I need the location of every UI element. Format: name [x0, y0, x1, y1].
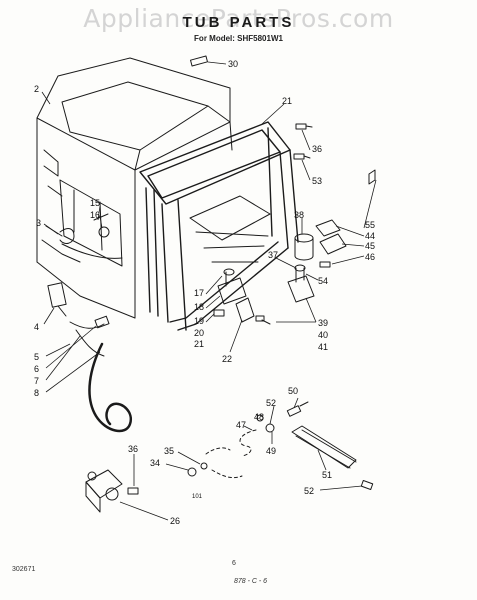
callout-54: 54 [318, 276, 328, 286]
callout-40: 40 [318, 330, 328, 340]
part-22-bracket [235, 297, 271, 325]
fittings-34-35 [187, 447, 243, 479]
connectors-5-7 [69, 315, 110, 357]
brackets-44-46 [315, 219, 347, 268]
callout-30: 30 [228, 59, 238, 69]
callout-36-lower: 36 [128, 444, 138, 454]
callout-55: 55 [365, 220, 375, 230]
water-valve-26 [85, 469, 139, 513]
footer-part-code: 302671 [12, 566, 36, 573]
callout-6: 6 [34, 364, 39, 374]
callout-36: 36 [312, 144, 322, 154]
callout-18: 18 [194, 302, 204, 312]
callout-22: 22 [222, 354, 232, 364]
float-switch-17-19 [213, 268, 247, 317]
door-gasket-frame [139, 121, 299, 331]
diagram-title: TUB PARTS [182, 14, 295, 31]
callout-3: 3 [36, 218, 41, 228]
heater-terminals-3-16 [59, 213, 123, 259]
part-55-clip [368, 169, 376, 185]
callout-15: 15 [90, 198, 100, 208]
callout-41: 41 [318, 342, 328, 352]
callout-17: 17 [194, 288, 204, 298]
callout-45: 45 [365, 241, 375, 251]
callout-4: 4 [34, 322, 39, 332]
callout-51: 51 [322, 470, 332, 480]
callout-52-lower: 52 [304, 486, 314, 496]
callout-34: 34 [150, 458, 160, 468]
leader-lines [41, 61, 377, 521]
valve-assembly-39 [287, 264, 315, 303]
callout-26: 26 [170, 516, 180, 526]
solenoid-4 [47, 282, 67, 317]
callout-20: 20 [194, 328, 204, 338]
callout-39: 39 [318, 318, 328, 328]
callout-44: 44 [365, 231, 375, 241]
callout-37: 37 [268, 250, 278, 260]
screw-parts-right [293, 123, 313, 160]
callout-21: 21 [282, 96, 292, 106]
callout-46: 46 [365, 252, 375, 262]
callout-49: 49 [266, 446, 276, 456]
part-30-strip [189, 55, 209, 67]
callout-48: 48 [254, 412, 264, 422]
callout-2: 2 [34, 84, 39, 94]
callout-19: 19 [194, 316, 204, 326]
part-38-cylinder [294, 233, 314, 261]
callout-8: 8 [34, 388, 39, 398]
callout-21-lower: 21 [194, 339, 204, 349]
footer-page-number: 6 [232, 560, 236, 567]
tub-floor [189, 195, 271, 263]
callout-50: 50 [288, 386, 298, 396]
callout-16: 16 [90, 210, 100, 220]
model-line: For Model: SHF5801W1 [194, 34, 283, 43]
callout-35: 35 [164, 446, 174, 456]
callout-47: 47 [236, 420, 246, 430]
callout-7: 7 [34, 376, 39, 386]
callout-5: 5 [34, 352, 39, 362]
callout-101: 101 [192, 494, 203, 500]
callout-38: 38 [294, 210, 304, 220]
callout-labels: 2 30 21 36 53 15 16 3 38 55 44 45 46 37 … [34, 59, 375, 526]
footer-bottom-code: 878 - C - 6 [234, 578, 268, 585]
callout-52-upper: 52 [266, 398, 276, 408]
tub-body [36, 57, 233, 319]
drain-hose-8 [88, 342, 133, 433]
watermark: AppliancePartsPros.com [83, 4, 394, 33]
callout-53: 53 [312, 176, 322, 186]
